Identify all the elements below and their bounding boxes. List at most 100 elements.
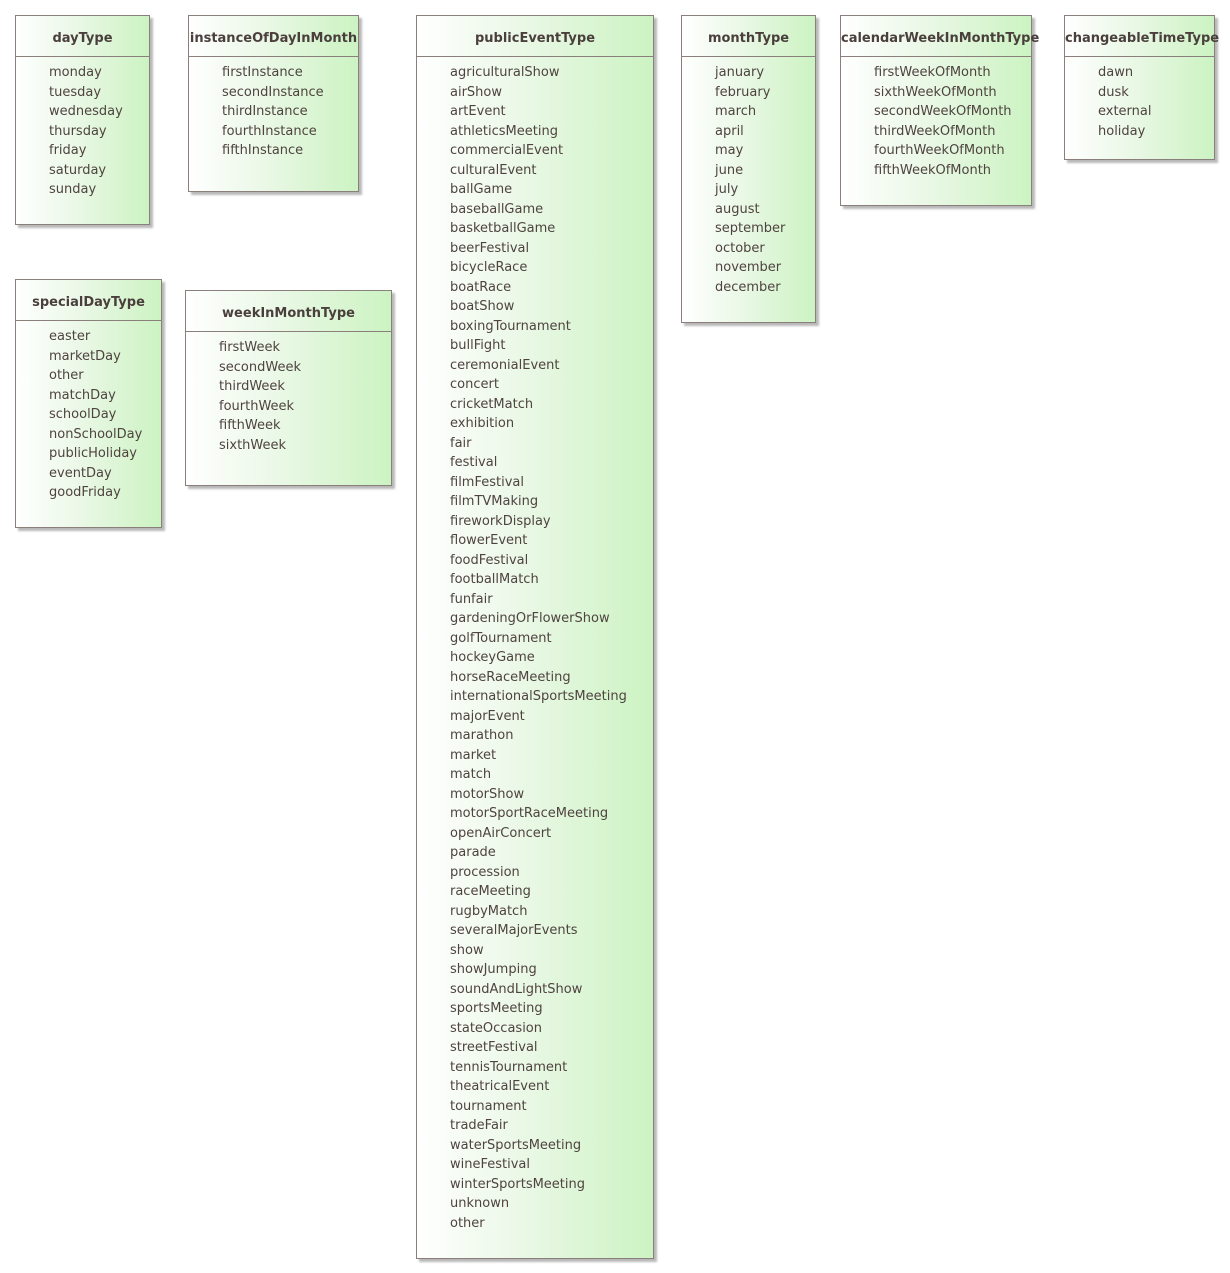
enum-box-calendarweekinmonthtype[interactable]: calendarWeekInMonthType firstWeekOfMonth…	[840, 15, 1039, 206]
enum-literal: footballMatch	[450, 572, 539, 587]
enum-literal: waterSportsMeeting	[450, 1137, 582, 1153]
enum-literal: athleticsMeeting	[450, 123, 558, 139]
enum-literals: january february march april may june ju…	[682, 57, 815, 297]
enum-title: calendarWeekInMonthType	[841, 16, 1039, 57]
enum-literals: easter marketDay other matchDay schoolDa…	[16, 321, 161, 503]
enum-literal: july	[715, 182, 739, 197]
enum-literal: foodFestival	[450, 552, 529, 568]
enum-literal: exhibition	[450, 416, 515, 431]
enum-literal: tradeFair	[450, 1118, 508, 1133]
enum-literal: bicycleRace	[450, 260, 528, 275]
enum-literal: wineFestival	[450, 1157, 530, 1172]
enum-literal: matchDay	[49, 387, 116, 403]
enum-literal: streetFestival	[450, 1040, 538, 1055]
enum-literal: soundAndLightShow	[450, 981, 583, 997]
enum-literal: schoolDay	[49, 407, 117, 422]
enum-literal: external	[1098, 104, 1152, 119]
enum-literal: golfTournament	[450, 630, 552, 646]
enum-literal: tuesday	[49, 84, 102, 100]
enum-literal: thursday	[49, 123, 107, 139]
enum-literal: raceMeeting	[450, 884, 531, 899]
enum-literals: firstWeek secondWeek thirdWeek fourthWee…	[186, 332, 391, 455]
enum-literal: cricketMatch	[450, 396, 534, 412]
enum-literal: june	[715, 162, 744, 178]
enum-literals: agriculturalShow airShow artEvent athlet…	[417, 57, 653, 1233]
enum-literal: goodFriday	[49, 485, 121, 500]
enum-literal: eventDay	[49, 465, 112, 481]
enum-box-changeabletimetype[interactable]: changeableTimeType dawn dusk external ho…	[1064, 15, 1219, 160]
enum-literal: thirdWeek	[219, 379, 285, 394]
enum-box-publiceventtype[interactable]: publicEventType agriculturalShow airShow…	[416, 15, 654, 1259]
enum-literal: secondWeek	[219, 359, 301, 375]
enum-literal: market	[450, 747, 497, 763]
enum-literal: sportsMeeting	[450, 1001, 543, 1016]
enum-literal: january	[715, 65, 765, 80]
enum-literal: fifthWeekOfMonth	[874, 162, 992, 178]
enum-literal: secondInstance	[222, 84, 324, 100]
enum-literal: festival	[450, 455, 498, 470]
enum-literal: parade	[450, 845, 496, 860]
enum-literal: nonSchoolDay	[49, 426, 143, 442]
enum-title: dayType	[16, 16, 149, 57]
enum-literal: thirdInstance	[222, 104, 308, 119]
enum-box-daytype[interactable]: dayType monday tuesday wednesday thursda…	[15, 15, 150, 225]
enum-literal: saturday	[49, 162, 107, 178]
enum-literal: easter	[49, 329, 91, 344]
enum-literal: november	[715, 260, 782, 275]
enum-literal: firstWeekOfMonth	[874, 65, 991, 80]
enum-literal: fair	[450, 435, 472, 451]
enum-literal: tennisTournament	[450, 1059, 568, 1075]
enum-title: specialDayType	[16, 280, 161, 321]
enum-literal: flowerEvent	[450, 533, 528, 548]
enum-title: instanceOfDayInMonth	[189, 16, 358, 57]
enum-literal: showJumping	[450, 962, 537, 977]
enum-literal: motorSportRaceMeeting	[450, 806, 609, 821]
enum-literal: winterSportsMeeting	[450, 1176, 586, 1192]
enum-literal: boatShow	[450, 299, 515, 314]
enum-literal: sixthWeek	[219, 437, 287, 453]
enum-literal: february	[715, 84, 771, 100]
enum-literals: dawn dusk external holiday	[1065, 57, 1214, 141]
enum-literal: internationalSportsMeeting	[450, 689, 627, 704]
enum-literal: show	[450, 942, 484, 958]
enum-literal: agriculturalShow	[450, 65, 560, 80]
enum-literal: hockeyGame	[450, 650, 535, 665]
enum-literal: monday	[49, 65, 102, 80]
enum-literal: rugbyMatch	[450, 903, 528, 919]
enum-literal: thirdWeekOfMonth	[874, 123, 996, 139]
enum-literal: bullFight	[450, 338, 506, 353]
enum-literal: funfair	[450, 591, 493, 607]
enum-literal: wednesday	[49, 104, 123, 119]
enum-literal: october	[715, 240, 765, 256]
enum-literal: filmFestival	[450, 474, 524, 490]
enum-literal: fourthWeekOfMonth	[874, 143, 1005, 158]
enum-box-weekinmonthtype[interactable]: weekInMonthType firstWeek secondWeek thi…	[185, 290, 392, 486]
enum-literal: fifthWeek	[219, 418, 281, 433]
enum-title: changeableTimeType	[1065, 16, 1219, 57]
enum-literal: procession	[450, 864, 520, 880]
enum-box-specialdaytype[interactable]: specialDayType easter marketDay other ma…	[15, 279, 162, 528]
enum-literal: holiday	[1098, 123, 1146, 139]
enum-box-monthtype[interactable]: monthType january february march april m…	[681, 15, 816, 323]
enum-literal: boxingTournament	[450, 318, 571, 334]
enum-literals: firstWeekOfMonth sixthWeekOfMonth second…	[841, 57, 1031, 180]
enum-literal: match	[450, 767, 492, 782]
enum-literal: culturalEvent	[450, 162, 537, 178]
enum-literal: basketballGame	[450, 221, 556, 236]
enum-title: monthType	[682, 16, 815, 57]
enum-literal: tournament	[450, 1098, 527, 1114]
enum-literal: april	[715, 123, 744, 139]
enum-literal: ballGame	[450, 182, 513, 197]
enum-title: publicEventType	[417, 16, 653, 57]
enum-literal: majorEvent	[450, 708, 525, 724]
enum-literal: fourthInstance	[222, 123, 317, 139]
enum-literal: may	[715, 143, 744, 158]
enum-literal: friday	[49, 143, 87, 158]
enum-literal: publicHoliday	[49, 446, 137, 461]
enum-literal: other	[450, 1215, 485, 1231]
enum-literal: severalMajorEvents	[450, 923, 578, 938]
enum-literal: baseballGame	[450, 201, 544, 217]
enum-literal: marketDay	[49, 348, 121, 364]
enum-box-instanceofdayinmonth[interactable]: instanceOfDayInMonth firstInstance secon…	[188, 15, 359, 192]
enum-literal: unknown	[450, 1196, 510, 1211]
